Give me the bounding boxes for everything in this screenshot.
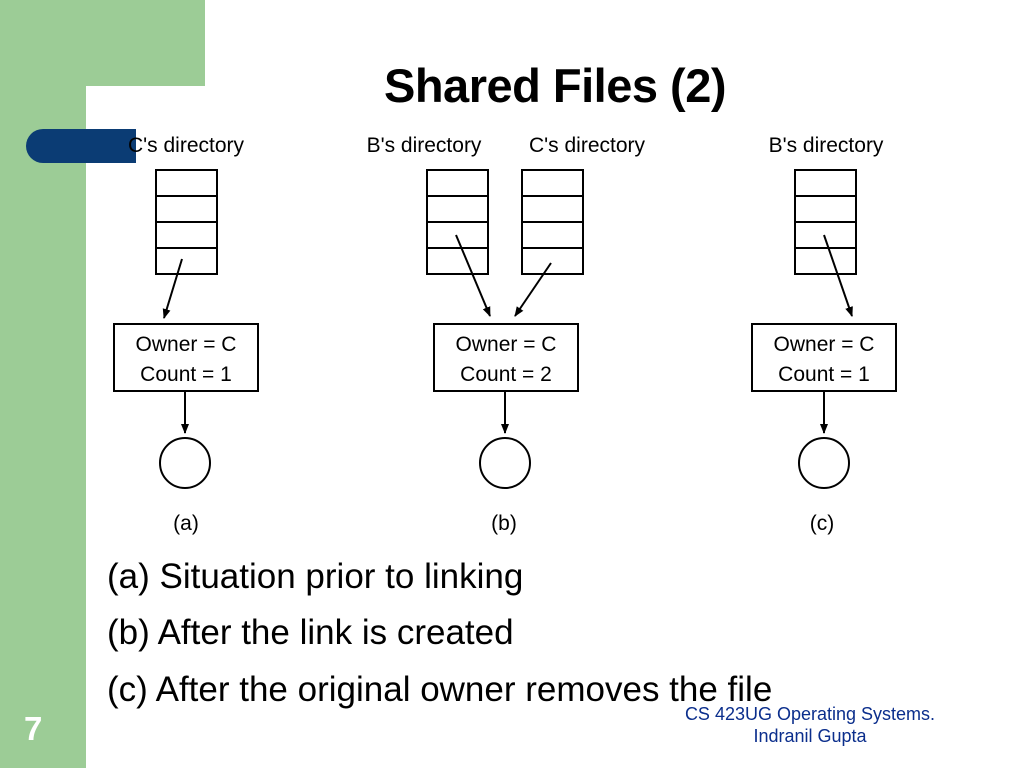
file-circle [479,437,531,489]
panel-a: C's directory Owner = C Count = 1 (a) [113,134,259,535]
count-label: Count = 1 [778,363,870,386]
link-arrow [823,234,853,317]
owner-label: Owner = C [456,333,557,356]
i-node-box [433,323,579,392]
i-node-box [751,323,897,392]
top-band [86,0,205,86]
panel-label: (a) [173,512,199,535]
caption-c: (c) After the original owner removes the… [107,670,773,709]
count-label: Count = 1 [140,363,232,386]
panel-c: B's directory Owner = C Count = 1 (c) [751,134,897,535]
owner-label: Owner = C [136,333,237,356]
link-arrow [162,258,183,319]
caption-b: (b) After the link is created [107,613,514,652]
slide-title: Shared Files (2) [384,59,727,112]
panel-b: B's directory C's directory Owner = C Co… [367,134,646,535]
title-accent-bar [26,129,136,163]
file-circle [798,437,850,489]
page-number: 7 [24,710,43,747]
directory-table-b [426,169,489,275]
directory-label-c: C's directory [128,134,245,157]
directory-table [794,169,857,275]
directory-label-b: B's directory [367,134,482,157]
directory-label-c: C's directory [529,134,646,157]
footer-author: Indranil Gupta [753,726,867,746]
owner-label: Owner = C [774,333,875,356]
panel-label: (c) [810,512,835,535]
caption-a: (a) Situation prior to linking [107,557,524,596]
directory-table [155,169,218,275]
directory-table-c [521,169,584,275]
file-circle [159,437,211,489]
footer: CS 423UG Operating Systems. Indranil Gup… [640,703,980,747]
link-arrow-b [455,234,491,317]
directory-label-b: B's directory [769,134,884,157]
count-label: Count = 2 [460,363,552,386]
link-arrow-c [514,262,552,317]
panel-label: (b) [491,512,517,535]
sidebar-band [0,0,86,768]
footer-course: CS 423UG Operating Systems. [684,704,936,724]
i-node-box [113,323,259,392]
